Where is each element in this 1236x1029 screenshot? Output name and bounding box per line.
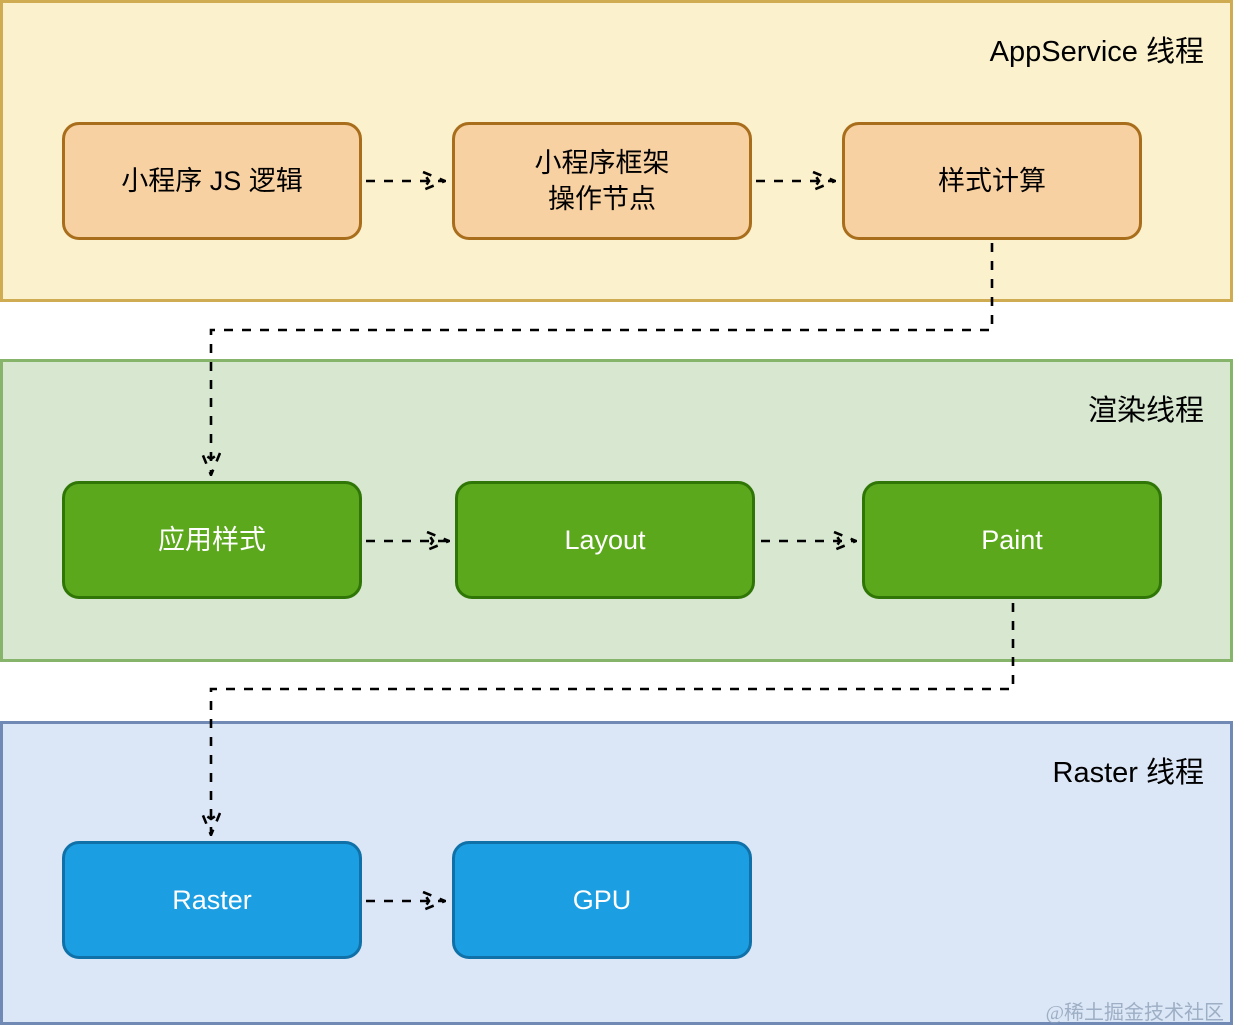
lane-raster-title: Raster 线程: [1052, 757, 1204, 789]
watermark: @稀土掘金技术社区: [1045, 1002, 1224, 1024]
node-framework-operate-nodes: 小程序框架 操作节点: [452, 122, 752, 240]
lane-render-title: 渲染线程: [1087, 395, 1204, 427]
node-miniprogram-js-logic: 小程序 JS 逻辑: [62, 122, 362, 240]
lane-appservice-title: AppService 线程: [989, 36, 1204, 68]
node-layout: Layout: [455, 481, 755, 599]
node-paint: Paint: [862, 481, 1162, 599]
node-apply-style: 应用样式: [62, 481, 362, 599]
node-raster: Raster: [62, 841, 362, 959]
node-gpu: GPU: [452, 841, 752, 959]
node-style-calc: 样式计算: [842, 122, 1142, 240]
